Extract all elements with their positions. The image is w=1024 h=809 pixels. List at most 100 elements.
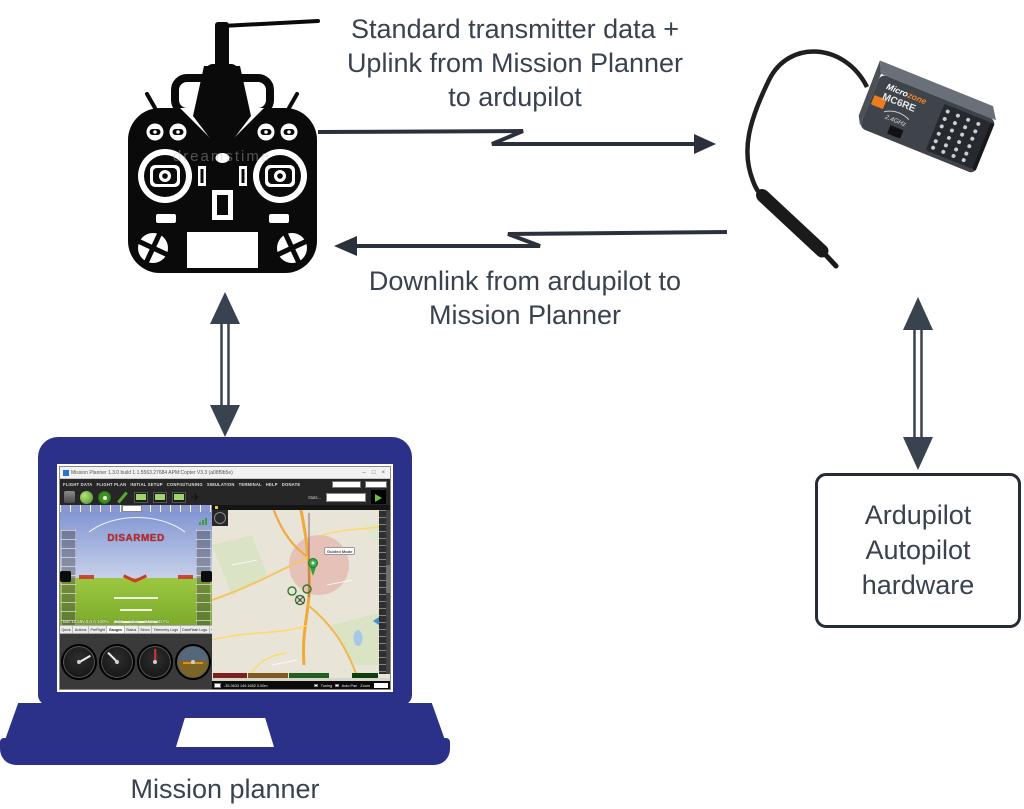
hud-pitch-line — [114, 621, 158, 623]
tab-status[interactable]: Status — [125, 626, 139, 633]
mp-content: DISARMED Bat 12.59v 0.0 A 100% EK — [60, 505, 390, 689]
uplink-label-line3: to ardupilot — [448, 82, 582, 112]
gauges-panel — [60, 634, 212, 689]
left-gimbal-stick — [138, 149, 192, 203]
map-coords-text: -35.3633 149.1652 0.00m — [224, 683, 268, 688]
hud-horizon-mark-right — [178, 575, 193, 579]
map-legend-strip — [212, 678, 390, 681]
uplink-arrowhead-icon — [694, 134, 716, 154]
minimize-button[interactable]: – — [362, 469, 366, 476]
tab-dataflash-logs[interactable]: DataFlash Logs — [181, 626, 210, 633]
baud-rate-dropdown[interactable] — [365, 480, 387, 488]
antenna-wire — [745, 49, 870, 197]
up-arrowhead-icon — [903, 297, 933, 330]
flight-mode-bubble: Guided Mode — [324, 547, 356, 555]
right-toggle-switch — [287, 92, 299, 110]
mp-menu-initial-setup[interactable]: INITIAL SETUP — [130, 481, 163, 487]
tuning-label: Tuning — [320, 683, 333, 688]
flight-data-icon[interactable] — [64, 491, 75, 503]
maximize-button[interactable]: □ — [371, 469, 376, 476]
left-toggle-switch — [145, 92, 157, 110]
hud-gps-text: GPS: 3D Fix — [144, 619, 170, 624]
mp-app-icon — [63, 469, 69, 476]
groundspeed-gauge — [99, 644, 135, 680]
hud-compass-arc — [74, 517, 200, 599]
hud-disarmed-text: DISARMED — [107, 533, 165, 544]
mp-left-panel: DISARMED Bat 12.59v 0.0 A 100% EK — [60, 505, 212, 689]
mp-menu-bar: FLIGHT DATA FLIGHT PLAN INITIAL SETUP CO… — [60, 479, 390, 489]
hud-heading-box — [122, 505, 142, 512]
autopilot-box-line3: hardware — [861, 570, 975, 600]
stock-watermark: dreamstime — [173, 148, 271, 165]
zoom-level-box[interactable] — [214, 683, 221, 688]
altitude-gauge — [137, 644, 173, 680]
autopilot-hardware-box: Ardupilot Autopilot hardware — [815, 473, 1021, 628]
hud-panel: DISARMED Bat 12.59v 0.0 A 100% EK — [60, 505, 212, 625]
mp-toolbar: ✈ Stats... — [60, 489, 390, 505]
tab-scripts[interactable]: Scripts — [210, 626, 212, 633]
hdop-bar — [352, 673, 378, 678]
mp-titlebar: Mission Planner 1.3.0 build 1.1.5563.276… — [60, 467, 390, 479]
pan-left-arrow-icon[interactable] — [373, 617, 379, 625]
mp-menu-donate[interactable]: DONATE — [281, 481, 301, 487]
bind-switch — [887, 125, 904, 139]
up-arrowhead-icon — [210, 292, 240, 324]
geofence-circle — [289, 535, 349, 595]
mp-tab-bar: Quick Actions PreFlight Gauges Status Se… — [60, 625, 212, 634]
uplink-label: Standard transmitter data + Uplink from … — [330, 12, 700, 114]
map-side-strip — [379, 510, 386, 674]
map-scrollbar[interactable] — [386, 510, 390, 674]
donate-plane-icon[interactable]: ✈ — [191, 490, 201, 504]
power-button — [215, 153, 230, 163]
terminal-icon[interactable] — [153, 491, 167, 503]
config-tuning-icon[interactable] — [116, 491, 129, 504]
hud-battery-text: Bat 12.59v 0.0 A 100% — [63, 619, 109, 624]
com-port-dropdown[interactable] — [332, 480, 361, 488]
uplink-label-line1: Standard transmitter data + — [351, 14, 679, 44]
mp-menu-flight-plan[interactable]: FLIGHT PLAN — [96, 481, 127, 487]
transmitter-lcd-screen — [187, 232, 258, 268]
tab-preflight[interactable]: PreFlight — [89, 626, 108, 633]
receiver-body: Micro zone MC6RE 2.4GHz — [858, 60, 996, 173]
hud-right-bug — [201, 571, 212, 582]
orange-badge — [871, 95, 887, 109]
auto-pan-checkbox[interactable] — [335, 683, 339, 688]
mp-menu-terminal[interactable]: TERMINAL — [238, 481, 262, 487]
transmitter-laptop-arrow — [210, 292, 240, 437]
hud-left-bug — [60, 571, 71, 582]
map-status-bars — [213, 673, 378, 678]
tab-quick[interactable]: Quick — [60, 626, 74, 633]
zoom-dropdown[interactable] — [374, 683, 388, 688]
down-arrowhead-icon — [210, 405, 240, 437]
close-button[interactable]: × — [381, 469, 385, 476]
initial-setup-icon[interactable] — [98, 490, 111, 504]
help-icon[interactable] — [172, 491, 186, 503]
simulation-icon[interactable] — [134, 491, 148, 503]
tuning-checkbox[interactable] — [314, 683, 318, 688]
tab-telemetry-logs[interactable]: Telemetry Logs — [152, 626, 181, 633]
zoom-label: Zoom — [360, 683, 370, 688]
stats-dropdown[interactable] — [326, 492, 366, 502]
map-graphics — [212, 505, 390, 689]
mp-menu-config-tuning[interactable]: CONFIG/TUNING — [166, 481, 203, 487]
tab-gauges[interactable]: Gauges — [107, 626, 125, 633]
connect-button[interactable] — [371, 490, 386, 504]
tab-actions[interactable]: Actions — [73, 626, 89, 633]
scroll-thumb[interactable] — [386, 565, 390, 593]
mp-menu-simulation[interactable]: SIMULATION — [206, 481, 235, 487]
mp-menu-help[interactable]: HELP — [265, 481, 278, 487]
lake — [353, 630, 363, 646]
hud-gps-icon — [199, 518, 207, 525]
downlink-label-line1: Downlink from ardupilot to — [368, 266, 682, 296]
down-arrowhead-icon — [903, 437, 933, 470]
mp-menu-flight-data[interactable]: FLIGHT DATA — [63, 481, 93, 487]
tab-servo[interactable]: Servo — [139, 626, 153, 633]
laptop-touchpad — [176, 718, 274, 747]
rc-receiver-illustration: Micro zone MC6RE 2.4GHz — [745, 49, 996, 269]
status-dot — [215, 506, 218, 509]
home-pin-icon — [308, 558, 318, 576]
right-gimbal-stick — [253, 149, 307, 203]
flight-plan-icon[interactable] — [80, 490, 93, 504]
gps-bar — [289, 673, 329, 678]
